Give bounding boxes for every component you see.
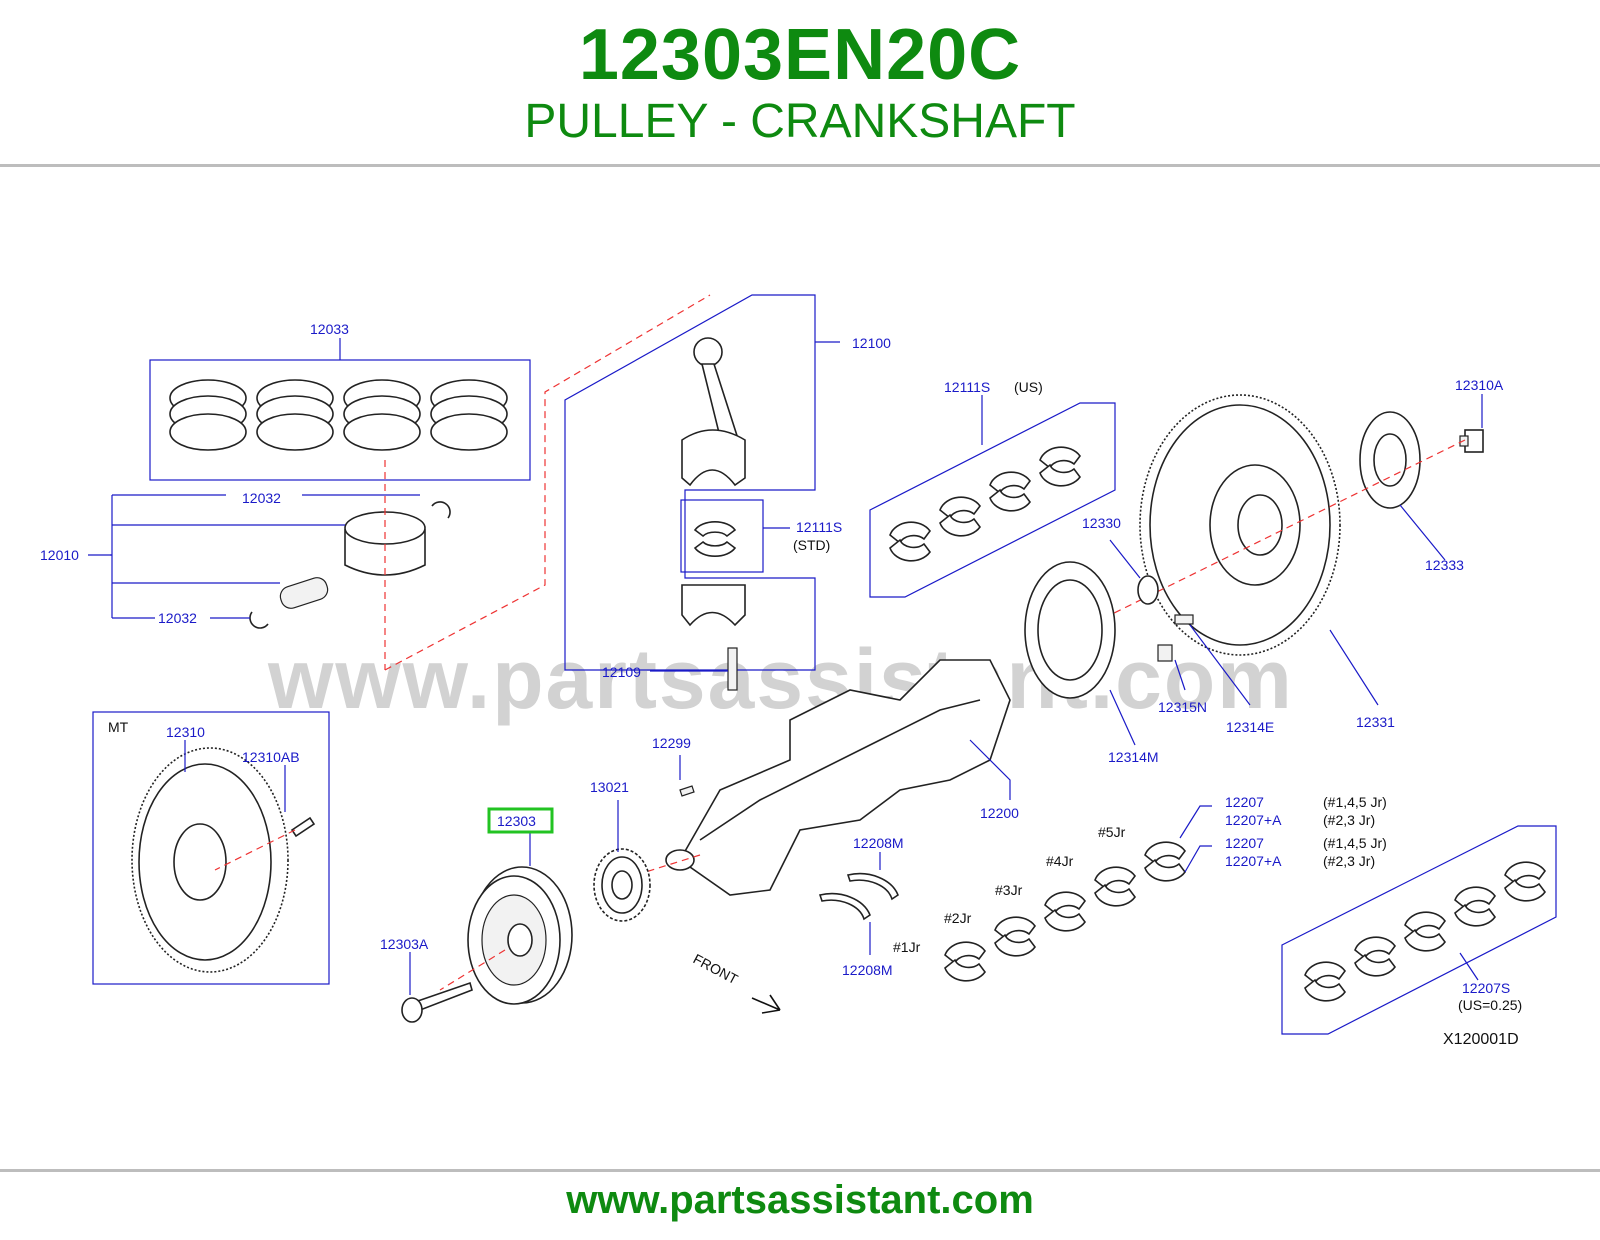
label-12033[interactable]: 12033 (310, 321, 349, 337)
label-12333[interactable]: 12333 (1425, 557, 1464, 573)
label-mt: MT (108, 719, 129, 735)
drive-plate-flywheel[interactable] (1139, 394, 1341, 656)
main-bearing-us-set[interactable] (1304, 861, 1546, 1002)
footer-divider (0, 1169, 1600, 1172)
reinforcement-plate[interactable] (1359, 411, 1421, 509)
label-jr145-b: (#1,4,5 Jr) (1323, 835, 1387, 851)
label-12303[interactable]: 12303 (497, 813, 536, 829)
header-divider (0, 164, 1600, 167)
crank-key[interactable] (679, 785, 695, 797)
label-12200[interactable]: 12200 (980, 805, 1019, 821)
rod-bearing-us-outline (869, 402, 1116, 598)
label-12303A[interactable]: 12303A (380, 936, 429, 952)
label-12100[interactable]: 12100 (852, 335, 891, 351)
dowel-pin[interactable] (1174, 614, 1194, 625)
rear-oil-seal[interactable] (1137, 575, 1159, 605)
mt-flywheel-bolt[interactable] (290, 816, 316, 838)
label-5jr: #5Jr (1098, 824, 1126, 840)
label-std: (STD) (793, 537, 830, 553)
thrust-washer[interactable] (818, 872, 899, 921)
rod-bearing-std[interactable] (693, 521, 737, 557)
rod-bearing-us-set[interactable] (889, 446, 1081, 562)
watermark-text: www.partsassistant.com (267, 632, 1294, 726)
label-4jr: #4Jr (1046, 853, 1074, 869)
pulley-bolt[interactable] (401, 981, 473, 1023)
label-12310A[interactable]: 12310A (1455, 377, 1504, 393)
diagram-code: X120001D (1443, 1031, 1519, 1048)
label-12330[interactable]: 12330 (1082, 515, 1121, 531)
label-12111S-std[interactable]: 12111S (796, 519, 842, 535)
label-12111S-us[interactable]: 12111S (944, 379, 990, 395)
label-jr145-a: (#1,4,5 Jr) (1323, 794, 1387, 810)
label-12314E[interactable]: 12314E (1226, 719, 1274, 735)
piston-assembly[interactable] (249, 501, 451, 629)
label-12207-b[interactable]: 12207 (1225, 835, 1264, 851)
label-12299[interactable]: 12299 (652, 735, 691, 751)
main-bearing-us-outline (1281, 825, 1557, 1035)
label-1jr: #1Jr (893, 939, 921, 955)
footer-url[interactable]: www.partsassistant.com (566, 1178, 1034, 1222)
part-name-subtitle: PULLEY - CRANKSHAFT (524, 95, 1076, 148)
crankshaft-sprocket[interactable] (593, 848, 651, 922)
label-12310[interactable]: 12310 (166, 724, 205, 740)
label-12032-top[interactable]: 12032 (242, 490, 281, 506)
label-12109[interactable]: 12109 (602, 664, 641, 680)
label-us: (US) (1014, 379, 1043, 395)
label-front: FRONT (691, 951, 741, 988)
label-jr23-b: (#2,3 Jr) (1323, 853, 1375, 869)
label-12207-a[interactable]: 12207 (1225, 794, 1264, 810)
label-12010[interactable]: 12010 (40, 547, 79, 563)
label-12315N[interactable]: 12315N (1158, 699, 1207, 715)
label-12208M-bottom[interactable]: 12208M (842, 962, 893, 978)
label-12310AB[interactable]: 12310AB (242, 749, 300, 765)
label-12207A-a[interactable]: 12207+A (1225, 812, 1282, 828)
rod-bearing-std-box (680, 499, 764, 573)
label-us025: (US=0.25) (1458, 997, 1522, 1013)
connecting-rod-group-outline (564, 294, 816, 671)
connecting-rod[interactable] (681, 337, 746, 691)
front-arrow-icon (751, 994, 781, 1014)
label-12207S[interactable]: 12207S (1462, 980, 1510, 996)
label-12207A-b[interactable]: 12207+A (1225, 853, 1282, 869)
label-12331[interactable]: 12331 (1356, 714, 1395, 730)
piston-ring-set[interactable] (149, 359, 531, 481)
label-3jr: #3Jr (995, 882, 1023, 898)
label-jr23-a: (#2,3 Jr) (1323, 812, 1375, 828)
label-13021[interactable]: 13021 (590, 779, 629, 795)
label-12208M-top[interactable]: 12208M (853, 835, 904, 851)
label-12032-bottom[interactable]: 12032 (158, 610, 197, 626)
parts-diagram: www.partsassistant.com 12033 12032 12010… (40, 294, 1557, 1048)
crankshaft-pulley[interactable] (467, 866, 573, 1005)
label-12314M[interactable]: 12314M (1108, 749, 1159, 765)
main-bearing-set[interactable] (944, 841, 1186, 982)
highlight-box (487, 807, 554, 834)
crankshaft[interactable] (665, 659, 1011, 896)
label-2jr: #2Jr (944, 910, 972, 926)
mt-flywheel[interactable] (131, 747, 289, 973)
page-header: 12303EN20C PULLEY - CRANKSHAFT (0, 0, 1600, 170)
signal-plate-bolt[interactable] (1157, 644, 1173, 662)
mt-flywheel-box (92, 711, 330, 985)
part-number-title: 12303EN20C (578, 15, 1022, 95)
